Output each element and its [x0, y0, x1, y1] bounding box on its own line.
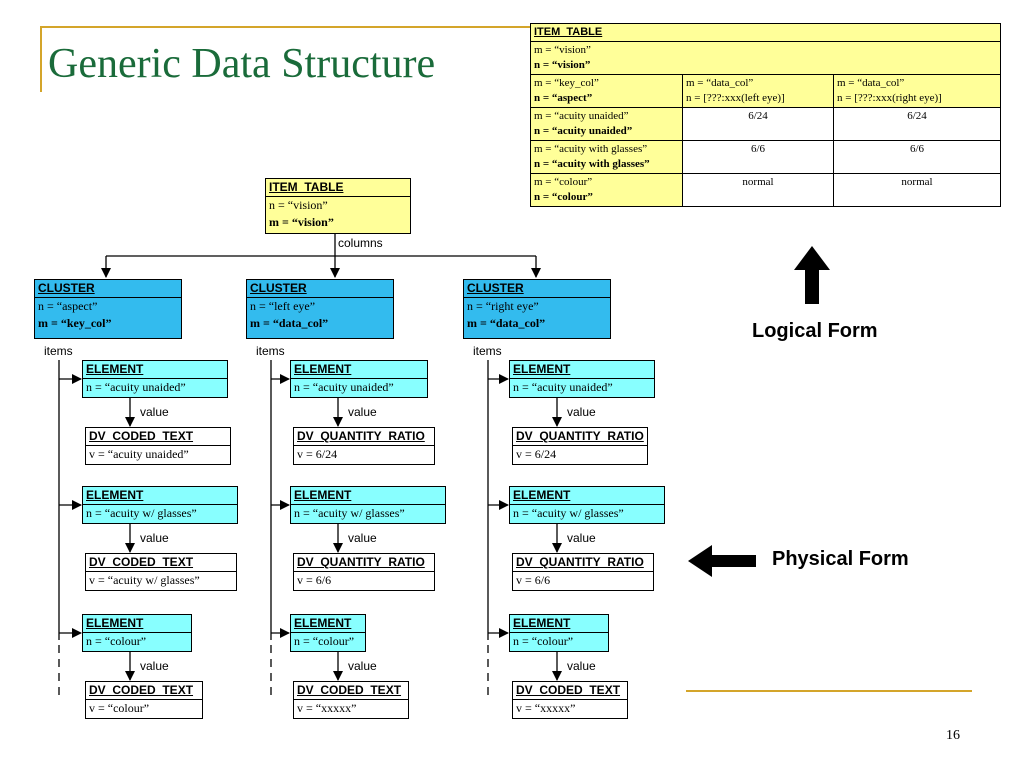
element-header: ELEMENT — [510, 615, 608, 633]
cluster-header: CLUSTER — [464, 280, 610, 298]
cluster-name: n = “left eye” — [250, 299, 316, 313]
dv-value: v = “acuity w/ glasses” — [89, 573, 200, 587]
logical-table-row: m = “acuity with glasses”n = “acuity wit… — [530, 140, 1001, 174]
footer-rule — [686, 690, 972, 692]
element-header: ELEMENT — [510, 487, 664, 505]
logical-table-row: m = “colour”n = “colour” normal normal — [530, 173, 1001, 207]
page-title: Generic Data Structure — [48, 41, 436, 87]
element-name: n = “acuity w/ glasses” — [86, 506, 197, 520]
items-label: items — [473, 344, 502, 358]
logical-table-header: ITEM_TABLE — [530, 23, 1001, 42]
dv-type: DV_QUANTITY_RATIO — [294, 554, 434, 572]
element-header: ELEMENT — [83, 361, 227, 379]
dv-value: v = 6/6 — [297, 573, 332, 587]
element-name: n = “colour” — [294, 634, 355, 648]
element-name: n = “colour” — [86, 634, 147, 648]
cluster-meaning: m = “data_col” — [250, 316, 329, 330]
logical-form-label: Logical Form — [752, 320, 878, 342]
element-header: ELEMENT — [510, 361, 654, 379]
columns-label: columns — [338, 236, 383, 250]
dv-value: v = 6/24 — [516, 447, 557, 461]
dv-type: DV_QUANTITY_RATIO — [294, 428, 434, 446]
dv-type: DV_CODED_TEXT — [86, 682, 202, 700]
cluster-meaning: m = “key_col” — [38, 316, 112, 330]
value-label: value — [348, 659, 377, 673]
cluster-header: CLUSTER — [247, 280, 393, 298]
dv-value: v = 6/24 — [297, 447, 338, 461]
value-label: value — [140, 405, 169, 419]
element-header: ELEMENT — [291, 361, 427, 379]
logical-item-table: ITEM_TABLE m = “vision”n = “vision” m = … — [530, 23, 1001, 207]
dv-type: DV_QUANTITY_RATIO — [513, 554, 653, 572]
logical-table-vision-row: m = “vision”n = “vision” — [530, 41, 1001, 75]
logical-table-row: m = “acuity unaided”n = “acuity unaided”… — [530, 107, 1001, 141]
value-label: value — [567, 531, 596, 545]
dv-value: v = “acuity unaided” — [89, 447, 189, 461]
element-name: n = “acuity unaided” — [86, 380, 186, 394]
dv-type: DV_CODED_TEXT — [86, 428, 230, 446]
element-name: n = “colour” — [513, 634, 574, 648]
items-label: items — [44, 344, 73, 358]
dv-value: v = “colour” — [89, 701, 150, 715]
up-arrow-icon — [794, 246, 830, 304]
dv-type: DV_CODED_TEXT — [294, 682, 408, 700]
value-label: value — [140, 659, 169, 673]
left-arrow-icon — [688, 545, 756, 577]
element-name: n = “acuity w/ glasses” — [513, 506, 624, 520]
root-item-table: ITEM_TABLE n = “vision” m = “vision” — [265, 178, 411, 234]
title-top-rule — [40, 26, 530, 28]
cluster-meaning: m = “data_col” — [467, 316, 546, 330]
cluster-name: n = “aspect” — [38, 299, 98, 313]
cluster-name: n = “right eye” — [467, 299, 539, 313]
dv-type: DV_CODED_TEXT — [86, 554, 236, 572]
dv-type: DV_QUANTITY_RATIO — [513, 428, 647, 446]
items-label: items — [256, 344, 285, 358]
value-label: value — [567, 659, 596, 673]
cluster-header: CLUSTER — [35, 280, 181, 298]
dv-type: DV_CODED_TEXT — [513, 682, 627, 700]
value-label: value — [348, 531, 377, 545]
physical-form-label: Physical Form — [772, 548, 909, 570]
dv-value: v = “xxxxx” — [297, 701, 357, 715]
value-label: value — [348, 405, 377, 419]
element-name: n = “acuity unaided” — [513, 380, 613, 394]
title-accent-bar — [40, 26, 42, 92]
element-header: ELEMENT — [291, 487, 445, 505]
element-name: n = “acuity w/ glasses” — [294, 506, 405, 520]
dv-value: v = 6/6 — [516, 573, 551, 587]
value-label: value — [567, 405, 596, 419]
element-header: ELEMENT — [83, 615, 191, 633]
element-header: ELEMENT — [83, 487, 237, 505]
logical-table-right-col: m = “data_col”n = [???:xxx(right eye)] — [833, 74, 1001, 108]
value-label: value — [140, 531, 169, 545]
logical-table-key-col: m = “key_col”n = “aspect” — [530, 74, 683, 108]
element-header: ELEMENT — [291, 615, 365, 633]
element-name: n = “acuity unaided” — [294, 380, 394, 394]
logical-table-left-col: m = “data_col”n = [???:xxx(left eye)] — [682, 74, 834, 108]
page-number: 16 — [946, 728, 960, 743]
dv-value: v = “xxxxx” — [516, 701, 576, 715]
